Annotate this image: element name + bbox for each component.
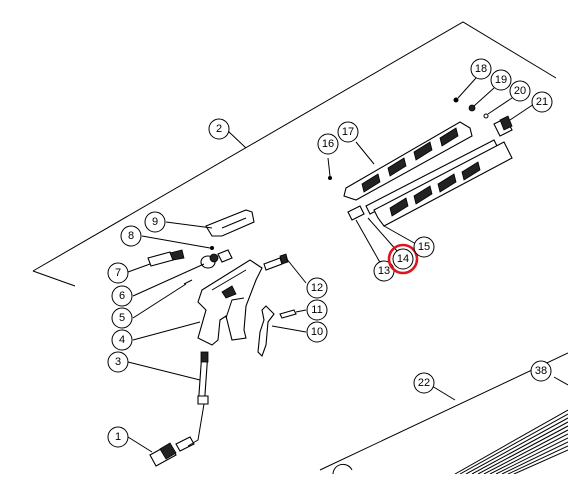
callout-10: 10: [306, 321, 328, 343]
trigger-pin: [279, 309, 307, 319]
callout-label: 4: [119, 334, 125, 346]
callout-label: 10: [311, 326, 323, 338]
callout-label: 38: [535, 365, 547, 377]
nozzle-hardware: [453, 77, 535, 137]
callout-21: 21: [531, 91, 553, 113]
spring-plunger: [127, 249, 185, 273]
callout-4: 4: [111, 329, 133, 351]
trigger: [257, 305, 307, 357]
callout-6: 6: [111, 285, 133, 307]
callout-20: 20: [509, 80, 531, 102]
callout-label: 15: [418, 241, 430, 253]
callout-17: 17: [337, 121, 359, 143]
valve: [132, 249, 233, 297]
callout-label: 13: [378, 265, 390, 277]
callout-label: 7: [115, 267, 121, 279]
callout-38: 38: [530, 360, 552, 382]
callout-16: 16: [317, 133, 339, 155]
callout-14-highlighted: 14: [387, 243, 419, 275]
trigger-cover: [165, 209, 255, 237]
callout-19: 19: [490, 69, 512, 91]
callout-label: 1: [115, 431, 121, 443]
callout-label: 21: [536, 96, 548, 108]
callout-label: 20: [514, 85, 526, 97]
callout-label: 3: [115, 356, 121, 368]
lance-tubes: [347, 139, 513, 267]
callout-15: 15: [413, 236, 435, 258]
bolt: [263, 253, 307, 284]
inlet-fitting: [127, 436, 195, 467]
hose-assembly: [319, 352, 568, 475]
callout-label: 17: [342, 126, 354, 138]
callout-11: 11: [306, 299, 328, 321]
callout-12: 12: [306, 277, 328, 299]
callout-18: 18: [470, 58, 492, 80]
callout-label: 2: [216, 123, 222, 135]
small-ball: [141, 235, 214, 250]
lance-shroud: [343, 121, 473, 201]
callout-label: 6: [119, 290, 125, 302]
assembly-bracket: [32, 21, 557, 287]
callout-label: 18: [475, 63, 487, 75]
callout-3: 3: [107, 351, 129, 373]
callout-label: 12: [311, 282, 323, 294]
callout-label: 11: [311, 304, 322, 316]
callout-8: 8: [120, 225, 142, 247]
small-screw: [327, 157, 332, 180]
callout-label: 9: [152, 216, 158, 228]
callout-5: 5: [111, 307, 133, 329]
callout-label: 16: [322, 138, 334, 150]
callout-label: 22: [418, 377, 430, 389]
callout-label: 8: [128, 230, 134, 242]
small-pin: [132, 279, 193, 319]
gun-body: [132, 259, 263, 346]
callout-label: 14: [397, 253, 409, 265]
callout-2: 2: [208, 118, 230, 140]
callout-label: 5: [119, 312, 125, 324]
callout-label: 19: [495, 74, 507, 86]
callout-22: 22: [413, 372, 435, 394]
callout-13: 13: [373, 260, 395, 282]
callout-9: 9: [144, 211, 166, 233]
callout-7: 7: [107, 262, 129, 284]
callout-1: 1: [107, 426, 129, 448]
inlet-tube: [127, 351, 209, 447]
